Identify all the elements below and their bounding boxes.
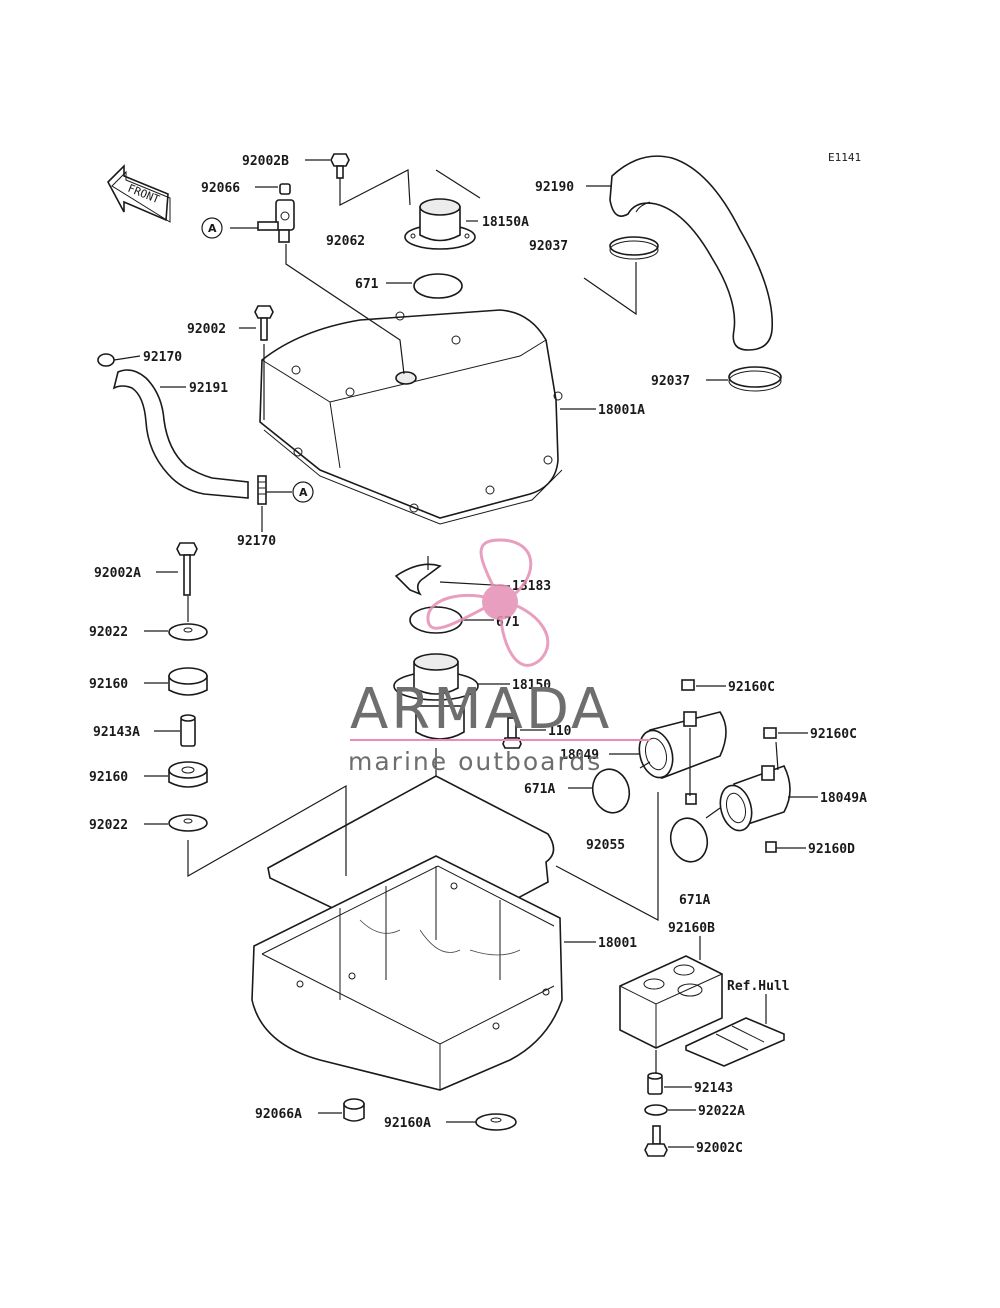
part-label: 92160D bbox=[808, 842, 855, 857]
front-arrow-icon: FRONT bbox=[107, 164, 171, 223]
part-label: 18150 bbox=[512, 678, 551, 693]
washer-92022-lower-shape bbox=[168, 814, 208, 832]
diagram-code: E1141 bbox=[828, 151, 861, 164]
o-ring-671a-left-shape bbox=[591, 768, 631, 814]
part-label: 92022 bbox=[89, 625, 128, 640]
part-label: 18150A bbox=[482, 215, 529, 230]
o-ring-671-top-shape bbox=[413, 273, 463, 299]
part-labels: 92002B 92066 92062 18150A 92190 92037 67… bbox=[89, 154, 867, 1156]
clip-92160c-upper-shape bbox=[681, 679, 695, 691]
washer-92022a-shape bbox=[644, 1104, 668, 1116]
part-label: 92037 bbox=[651, 374, 690, 389]
o-ring-671a-right-shape bbox=[669, 817, 709, 863]
part-label: 92191 bbox=[189, 381, 228, 396]
part-label: 92160 bbox=[89, 770, 128, 785]
part-label: 92160B bbox=[668, 921, 715, 936]
cap-92066-shape bbox=[279, 183, 291, 195]
bolt-92002c-shape bbox=[644, 1125, 668, 1157]
part-label: 92143A bbox=[93, 725, 140, 740]
clip-92160c-right-shape bbox=[763, 727, 777, 739]
part-label: 13183 bbox=[512, 579, 551, 594]
part-label: 671A bbox=[679, 893, 710, 908]
watermark-tagline: marine outboards bbox=[348, 747, 602, 776]
part-label: 18049A bbox=[820, 791, 867, 806]
collar-92143-shape bbox=[647, 1072, 663, 1095]
part-label: 92055 bbox=[586, 838, 625, 853]
pipe-18049a-shape bbox=[719, 765, 791, 832]
callout-a-lower: A bbox=[292, 481, 314, 503]
part-label: Ref.Hull bbox=[727, 979, 790, 994]
grommet-92160-lower-shape bbox=[168, 761, 208, 788]
part-label: 92066 bbox=[201, 181, 240, 196]
plate-13183-shape bbox=[394, 563, 442, 596]
watermark: ARMADA marine outboards bbox=[348, 538, 650, 776]
clamp-92037-lower-shape bbox=[728, 366, 782, 392]
part-label: 92002A bbox=[94, 566, 141, 581]
callout-a-upper: A bbox=[201, 217, 223, 239]
hull-bracket-shape bbox=[685, 1017, 785, 1067]
plug-92066a-shape bbox=[343, 1098, 365, 1122]
part-label: 92066A bbox=[255, 1107, 302, 1122]
stud-92170-lower-shape bbox=[257, 475, 267, 505]
washer-92022-upper-shape bbox=[168, 623, 208, 641]
part-label: 92143 bbox=[694, 1081, 733, 1096]
breather-fitting-shape bbox=[257, 199, 295, 243]
case-18001-shape bbox=[251, 855, 563, 1091]
leader-lines bbox=[113, 159, 818, 1148]
part-label: 92037 bbox=[529, 239, 568, 254]
bolt-92002-shape bbox=[254, 305, 274, 341]
clamp-92037-upper-shape bbox=[609, 236, 659, 260]
clip-under-18049-shape bbox=[685, 793, 697, 805]
duct-18150-shape bbox=[393, 653, 479, 740]
pipe-18049-shape bbox=[638, 711, 727, 780]
part-label: 92160C bbox=[728, 680, 775, 695]
part-label: 18001A bbox=[598, 403, 645, 418]
part-label: 92160 bbox=[89, 677, 128, 692]
assembly-lines bbox=[187, 169, 779, 1074]
part-label: 92002C bbox=[696, 1141, 743, 1156]
svg-text:A: A bbox=[299, 486, 308, 499]
clamp-92170-upper-shape bbox=[97, 353, 115, 367]
part-label: 92190 bbox=[535, 180, 574, 195]
svg-text:A: A bbox=[208, 222, 217, 235]
hose-92190-shape bbox=[609, 155, 774, 351]
part-label: 92002 bbox=[187, 322, 226, 337]
bolt-92002a-shape bbox=[176, 542, 198, 596]
case-18001a-shape bbox=[259, 309, 563, 525]
part-label: 92170 bbox=[143, 350, 182, 365]
bolt-92002b-shape bbox=[330, 153, 350, 179]
part-label: 92022 bbox=[89, 818, 128, 833]
part-label: 671A bbox=[524, 782, 555, 797]
part-label: 92062 bbox=[326, 234, 365, 249]
part-label: 18001 bbox=[598, 936, 637, 951]
part-label: 110 bbox=[548, 724, 572, 739]
part-label: 92170 bbox=[237, 534, 276, 549]
duct-18150a-shape bbox=[404, 198, 476, 250]
part-label: 92002B bbox=[242, 154, 289, 169]
part-label: 92022A bbox=[698, 1104, 745, 1119]
part-label: 18049 bbox=[560, 748, 599, 763]
clip-92160d-shape bbox=[765, 841, 777, 853]
pad-92160a-shape bbox=[475, 1113, 517, 1131]
collar-92143a-shape bbox=[180, 714, 196, 747]
part-label: 92160A bbox=[384, 1116, 431, 1131]
hose-92191-shape bbox=[112, 369, 249, 499]
part-label: 671 bbox=[355, 277, 379, 292]
mount-92160b-shape bbox=[619, 955, 723, 1049]
part-label: 92160C bbox=[810, 727, 857, 742]
propeller-logo-icon bbox=[426, 538, 550, 667]
watermark-brand: ARMADA bbox=[350, 677, 612, 742]
grommet-92160-upper-shape bbox=[168, 667, 208, 696]
